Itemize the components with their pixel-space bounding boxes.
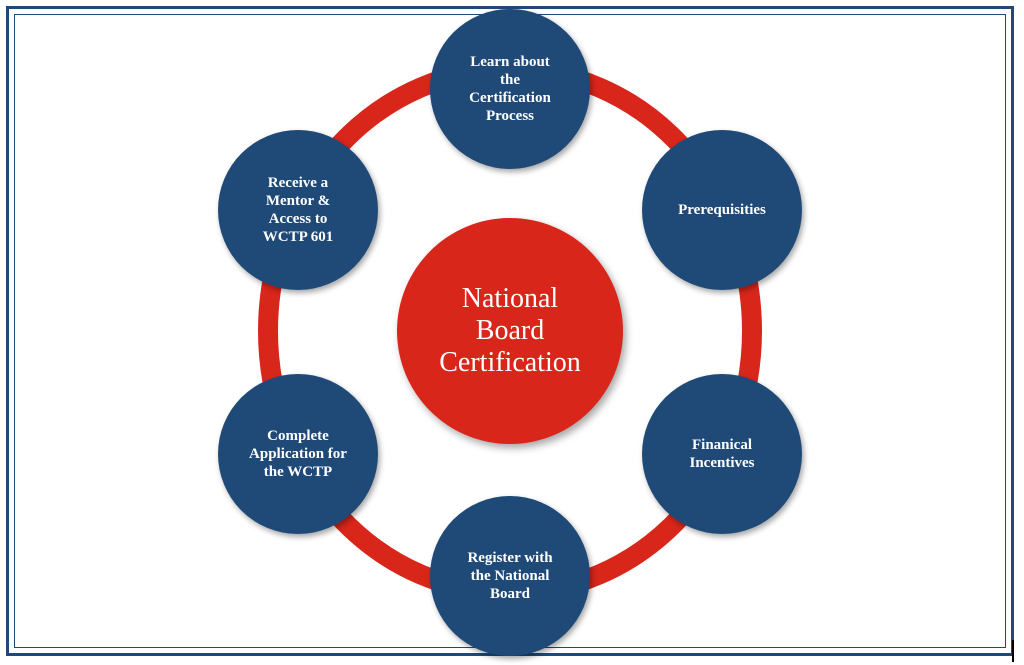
step-prerequisites: Prerequisities — [642, 130, 802, 290]
center-node: National Board Certification — [397, 218, 623, 444]
step-receive-mentor: Receive a Mentor & Access to WCTP 601 — [218, 130, 378, 290]
step-label: Register with the National Board — [467, 550, 553, 602]
text-cursor — [1012, 640, 1014, 662]
step-label: Receive a Mentor & Access to WCTP 601 — [262, 175, 334, 245]
center-label: National Board Certification — [439, 283, 581, 378]
step-label: Prerequisities — [678, 202, 766, 218]
step-label: Finanical Incentives — [689, 437, 755, 471]
step-label: Learn about the Certification Process — [469, 54, 551, 124]
step-label: Complete Application for the WCTP — [249, 428, 347, 480]
step-financial-incentives: Finanical Incentives — [642, 374, 802, 534]
step-register-national-board: Register with the National Board — [430, 496, 590, 656]
step-learn-about-process: Learn about the Certification Process — [430, 9, 590, 169]
step-complete-application: Complete Application for the WCTP — [218, 374, 378, 534]
